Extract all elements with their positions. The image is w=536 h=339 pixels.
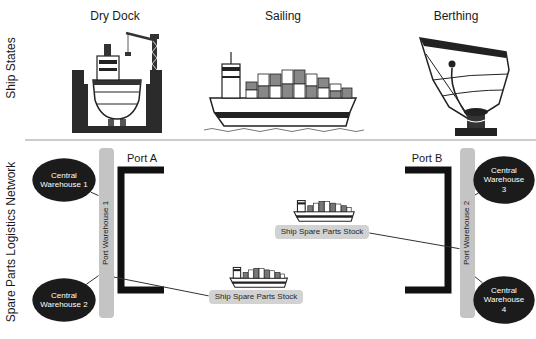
berthing-ship-illustration-part — [455, 128, 497, 136]
parts-stock-box: Ship Spare Parts Stock — [275, 225, 370, 240]
sailing-ship-illustration-part — [222, 64, 240, 98]
dry-dock-illustration-part — [72, 126, 162, 133]
section-divider — [25, 140, 536, 141]
berthing-ship-illustration-part — [467, 120, 485, 122]
sailing-ship-illustration-part — [258, 74, 269, 86]
port-warehouse: Port Warehouse 1 — [99, 148, 114, 318]
berthing-ship-illustration-part — [420, 38, 509, 121]
dry-dock-illustration-part — [108, 119, 114, 126]
port-bracket-part — [121, 170, 164, 290]
central-warehouse: Central Warehouse 3 — [473, 156, 535, 204]
port-warehouse: Port Warehouse 2 — [460, 148, 475, 318]
dry-dock-illustration-part — [99, 60, 117, 64]
connector-line — [369, 233, 459, 249]
section-title: Spare Parts Logistics Network — [5, 162, 18, 323]
node-text: Ship Spare Parts Stock — [281, 228, 364, 237]
central-warehouse: Central Warehouse 1 — [32, 158, 96, 202]
sailing-ship-illustration — [204, 52, 364, 132]
node-text: Port Warehouse 1 — [102, 201, 110, 265]
dry-dock-illustration-part — [152, 40, 157, 70]
connector-line — [86, 276, 98, 285]
sailing-ship-illustration-part — [230, 52, 231, 64]
node-text: Central Warehouse 2 — [40, 291, 88, 309]
sailing-ship-illustration-part — [258, 86, 269, 98]
sailing-ship-illustration-part — [246, 82, 257, 90]
sailing-ship-illustration-part — [270, 86, 281, 98]
berthing-ship-illustration-part — [464, 108, 488, 116]
node-text: Central Warehouse 3 — [481, 166, 527, 194]
connector-line — [91, 192, 99, 196]
dry-dock-illustration-part — [146, 70, 162, 132]
sailing-ship-illustration-part — [222, 67, 240, 71]
state-label: Sailing — [265, 10, 301, 23]
connector-line — [475, 276, 483, 282]
node-text: Port Warehouse 2 — [463, 201, 471, 265]
dry-dock-illustration-part — [104, 44, 111, 56]
berthing-ship-illustration-part — [433, 74, 508, 80]
sailing-ship-illustration-part — [306, 74, 317, 86]
sailing-ship-illustration-part — [282, 70, 293, 84]
dry-dock-illustration-part — [95, 92, 139, 93]
dry-dock-illustration-part — [72, 70, 88, 132]
sailing-ship-illustration-part — [214, 112, 350, 118]
dry-dock-illustration-part — [150, 34, 159, 39]
ellipse-fill — [32, 158, 95, 202]
node-text: Central Warehouse 1 — [40, 171, 88, 189]
dry-dock-illustration-part — [93, 80, 141, 119]
sailing-ship-illustration-part — [210, 98, 356, 126]
sailing-ship-illustration-part — [330, 84, 341, 91]
ship-icon — [230, 201, 354, 288]
ellipse-fill — [473, 276, 534, 324]
dry-dock-illustration — [72, 33, 162, 133]
connector-line — [475, 193, 479, 195]
berthing-ship-illustration-part — [449, 61, 456, 68]
sailing-ship-illustration-part — [306, 86, 317, 98]
sailing-ship-illustration-part — [294, 70, 305, 84]
state-label: Dry Dock — [90, 10, 139, 23]
berthing-ship-illustration — [420, 38, 509, 136]
node-text: Central Warehouse 4 — [481, 286, 527, 314]
dry-dock-illustration-part — [125, 52, 131, 56]
ship-icon-part — [294, 201, 354, 222]
dry-dock-illustration-part — [126, 33, 154, 40]
ellipse-fill — [32, 278, 95, 322]
sailing-ship-illustration-part — [246, 90, 257, 98]
sailing-ship-illustration-part — [222, 76, 240, 78]
dry-dock-illustration-part — [97, 56, 119, 80]
dry-dock-illustration-part — [99, 68, 117, 71]
ship-icon-part — [230, 267, 287, 287]
node-text: Ship Spare Parts Stock — [215, 293, 298, 302]
sailing-ship-illustration-part — [342, 88, 352, 98]
dry-dock-illustration-part — [152, 38, 157, 70]
sailing-ship-illustration-part — [282, 84, 293, 98]
central-warehouse: Central Warehouse 2 — [32, 278, 96, 322]
sailing-ship-illustration-part — [318, 78, 329, 88]
sailing-ship-illustration-part — [204, 129, 364, 132]
dry-dock-illustration-part — [128, 34, 129, 52]
port-label: Port A — [127, 152, 157, 164]
parts-stock-box: Ship Spare Parts Stock — [209, 290, 304, 305]
ellipse-fill — [473, 156, 534, 204]
state-label: Berthing — [434, 10, 479, 23]
section-title: Ship States — [5, 37, 18, 98]
connector-line — [114, 277, 209, 296]
port-label: Port B — [412, 152, 443, 164]
port-bracket — [121, 170, 448, 290]
sailing-ship-illustration-part — [270, 74, 281, 86]
port-bracket-part — [405, 170, 448, 290]
sailing-ship-illustration-part — [330, 91, 341, 98]
dry-dock-illustration-part — [120, 119, 126, 126]
sailing-ship-illustration-part — [318, 88, 329, 98]
dry-dock-illustration-part — [93, 80, 141, 85]
central-warehouse: Central Warehouse 4 — [473, 276, 535, 324]
sailing-ship-illustration-part — [294, 84, 305, 98]
berthing-ship-illustration-part — [420, 38, 506, 58]
dry-dock-illustration-part — [97, 104, 137, 105]
